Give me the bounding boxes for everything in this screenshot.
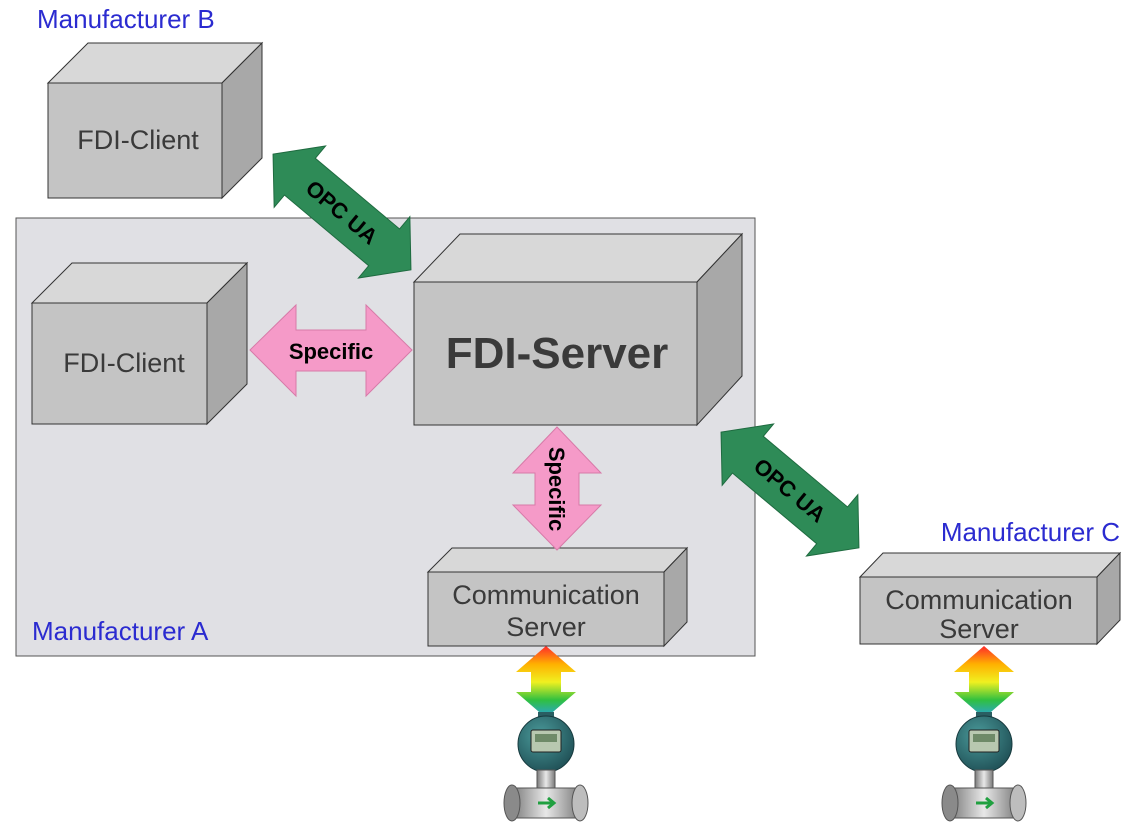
manufacturer-c-label: Manufacturer C [941, 517, 1120, 547]
fdi-client-b-box[interactable]: FDI-Client [46, 41, 264, 200]
field-connection-arrow-a [516, 646, 576, 718]
communication-server-a-label-line2: Server [506, 612, 586, 642]
manufacturer-b-label: Manufacturer B [37, 4, 215, 34]
communication-server-a-box[interactable]: Communication Server [426, 546, 689, 648]
communication-server-c-box[interactable]: Communication Server [858, 551, 1122, 646]
specific-arrow-horizontal: Specific [249, 303, 413, 398]
fdi-client-b-label: FDI-Client [77, 125, 199, 155]
communication-server-a-label-line1: Communication [452, 580, 640, 610]
fdi-server-box[interactable]: FDI-Server [412, 232, 744, 427]
flowmeter-device-icon [503, 712, 589, 822]
fdi-client-a-label: FDI-Client [63, 348, 185, 378]
fdi-server-label: FDI-Server [446, 329, 669, 378]
specific-horizontal-label: Specific [289, 339, 373, 364]
field-connection-arrow-c [954, 646, 1014, 718]
fdi-client-a-box[interactable]: FDI-Client [30, 261, 249, 426]
manufacturer-a-label: Manufacturer A [32, 616, 209, 646]
flowmeter-device-icon [941, 712, 1027, 822]
communication-server-c-label-line2: Server [939, 614, 1019, 644]
specific-vertical-label: Specific [544, 447, 569, 531]
communication-server-c-label-line1: Communication [885, 585, 1073, 615]
specific-arrow-vertical: Specific [511, 426, 603, 551]
